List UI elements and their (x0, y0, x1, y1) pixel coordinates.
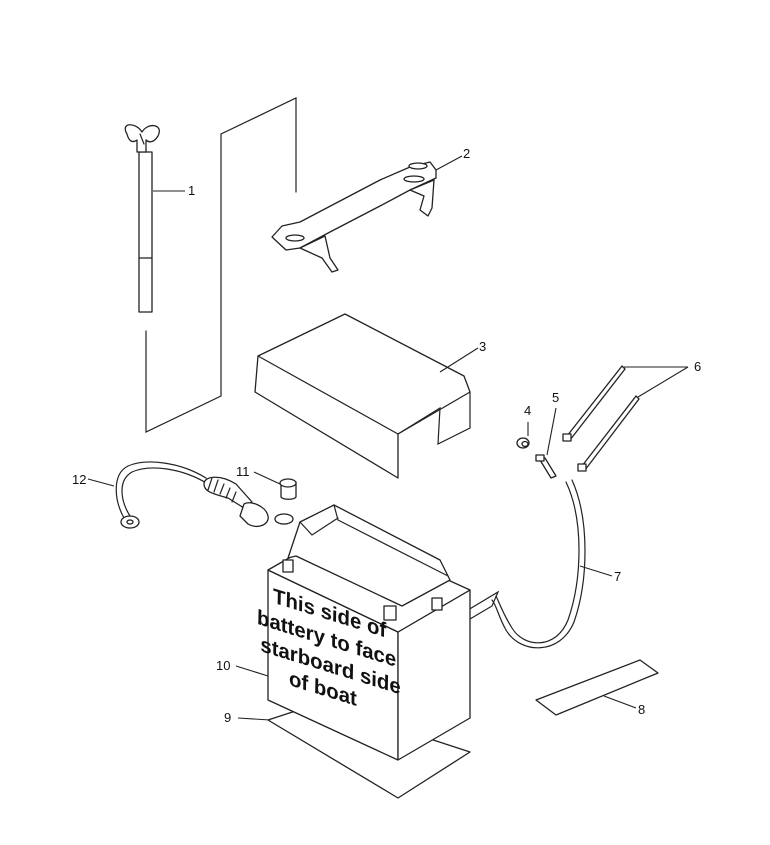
cable-ties (562, 365, 640, 472)
callout-1: 1 (188, 183, 195, 198)
terminal-nut (516, 437, 530, 449)
callout-4: 4 (524, 403, 531, 418)
callout-5: 5 (552, 390, 559, 405)
callout-numbers: 1 2 3 4 5 6 7 8 9 10 11 12 (72, 146, 701, 725)
callout-7: 7 (614, 569, 621, 584)
callout-10: 10 (216, 658, 230, 673)
terminal-cap (279, 478, 297, 500)
terminal-bolt (535, 454, 557, 479)
callout-3: 3 (479, 339, 486, 354)
battery-bracket (271, 161, 437, 273)
battery-cover (254, 313, 471, 479)
callout-9: 9 (224, 710, 231, 725)
callout-2: 2 (463, 146, 470, 161)
callout-6: 6 (694, 359, 701, 374)
linkage-lines (145, 97, 297, 433)
callout-12: 12 (72, 472, 86, 487)
leader-lines (87, 155, 689, 721)
callout-8: 8 (638, 702, 645, 717)
battery: This side of battery to face starboard s… (257, 504, 471, 761)
negative-cable (115, 461, 294, 529)
callout-11: 11 (236, 464, 250, 479)
battery-pad-small (535, 659, 659, 716)
hold-down-rod (124, 124, 160, 313)
